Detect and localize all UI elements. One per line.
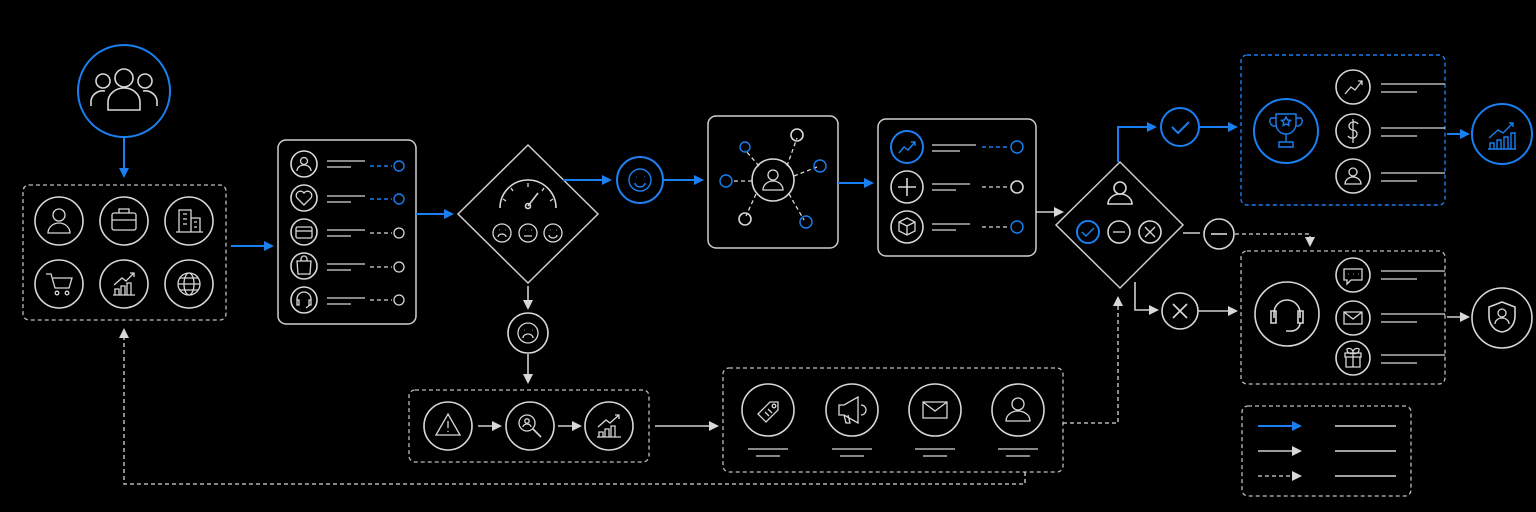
reject-node xyxy=(1161,292,1199,330)
close-icon xyxy=(1138,220,1162,244)
neutral-face-icon xyxy=(518,223,538,243)
mail-icon xyxy=(1335,300,1371,336)
arrow-decision-reject xyxy=(1134,282,1159,315)
minus-icon xyxy=(1107,220,1131,244)
action-row xyxy=(890,210,1024,244)
actions-box xyxy=(877,118,1037,257)
warning-icon xyxy=(423,401,473,451)
sad-face-icon xyxy=(492,223,512,243)
growth-chart-icon xyxy=(99,259,149,309)
tag-icon xyxy=(741,383,795,437)
mail-icon xyxy=(908,383,962,437)
growth-chart-icon xyxy=(584,401,634,451)
touchpoints-box xyxy=(277,139,417,325)
trophy-icon xyxy=(1253,98,1319,164)
decision-node xyxy=(1054,160,1185,290)
search-icon xyxy=(505,401,555,451)
close-icon xyxy=(1172,303,1188,319)
user-icon xyxy=(1335,158,1371,194)
user-icon xyxy=(991,383,1045,437)
touchpoint-row xyxy=(290,184,405,212)
support-box xyxy=(1240,250,1446,385)
rewards-box xyxy=(1240,54,1446,206)
segments-box xyxy=(22,184,227,321)
cart-icon xyxy=(34,259,84,309)
touchpoint-row xyxy=(290,286,405,314)
arrow-neutral-support xyxy=(1235,233,1315,247)
sentiment-gauge-node xyxy=(456,143,600,285)
customers-node xyxy=(77,44,171,138)
touchpoint-row xyxy=(290,252,405,280)
approve-node xyxy=(1160,107,1200,147)
touchpoint-row xyxy=(290,218,405,246)
gauge-icon xyxy=(499,179,557,210)
briefcase-icon xyxy=(99,196,149,246)
user-icon xyxy=(34,196,84,246)
user-network-icon xyxy=(719,128,827,229)
megaphone-icon xyxy=(825,383,879,437)
shield-user-icon xyxy=(1488,301,1516,333)
globe-icon xyxy=(164,259,214,309)
outreach-box xyxy=(722,367,1064,473)
positive-node xyxy=(616,156,664,204)
trend-up-icon xyxy=(1335,69,1371,105)
neutral-node xyxy=(1203,218,1235,250)
user-icon xyxy=(1107,181,1133,205)
chat-icon xyxy=(1335,257,1371,293)
action-row xyxy=(890,170,1024,204)
happy-face-icon xyxy=(543,223,563,243)
negative-node xyxy=(507,312,549,354)
action-row xyxy=(890,130,1024,164)
legend-box xyxy=(1241,405,1412,497)
building-icon xyxy=(164,196,214,246)
resolution-box xyxy=(408,389,650,463)
headset-icon xyxy=(1254,281,1320,347)
growth-outcome-node xyxy=(1471,103,1533,165)
protection-outcome-node xyxy=(1471,287,1533,349)
check-icon xyxy=(1171,121,1190,135)
gift-icon xyxy=(1335,340,1371,376)
sad-face-icon xyxy=(517,322,539,344)
touchpoint-row xyxy=(290,150,405,178)
arrow-outreach-decision xyxy=(1063,296,1123,424)
people-group-icon xyxy=(90,68,158,111)
arrow-decision-approve xyxy=(1117,122,1157,162)
check-icon xyxy=(1076,220,1100,244)
happy-face-icon xyxy=(628,168,652,192)
feedback-loop-arrow xyxy=(119,328,1026,485)
network-box xyxy=(707,115,839,249)
growth-chart-icon xyxy=(1488,122,1516,150)
dollar-icon xyxy=(1335,113,1371,149)
